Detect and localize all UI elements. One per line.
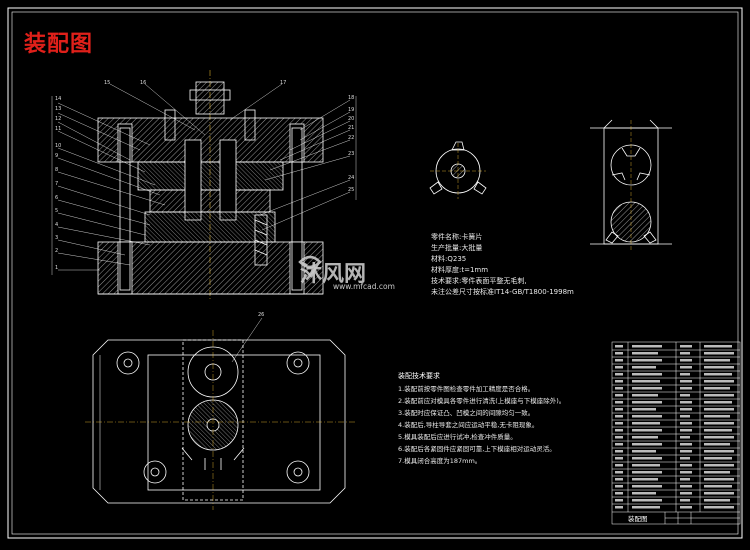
callout-left-8: 7 — [55, 181, 59, 187]
leader-lines-left — [51, 96, 166, 275]
callout-left-6: 9 — [55, 153, 59, 159]
callout-plan: 26 — [258, 312, 265, 318]
watermark-brand: 沐风网 — [300, 262, 367, 287]
callout-right-1: 18 — [348, 95, 355, 101]
callout-left-2: 13 — [55, 106, 62, 112]
part-info-line: 未注公差尺寸按标准IT14-GB/T1800-1998m — [431, 288, 574, 296]
callout-left-3: 12 — [55, 116, 62, 122]
tech-notes-heading: 装配技术要求 — [398, 372, 440, 380]
parts-list-table — [611, 341, 741, 525]
callout-17: 17 — [280, 80, 287, 86]
part-info-line: 材料:Q235 — [431, 255, 467, 263]
part-info-line: 零件名称:卡簧片 — [431, 233, 483, 241]
tech-note-item: 2.装配前应对模具各零件进行清洗(上模座与下模座除外)。 — [398, 397, 566, 405]
callout-left-10: 5 — [55, 208, 59, 214]
tech-note-item: 6.装配后各紧固件应紧固可靠,上下模座相对运动灵活。 — [398, 445, 556, 453]
callout-right-5: 22 — [348, 135, 355, 141]
parts-list-fills — [615, 345, 734, 509]
callout-right-6: 23 — [348, 151, 355, 157]
strip-layout-view — [590, 119, 672, 250]
callout-right-2: 19 — [348, 107, 355, 113]
tech-note-item: 3.装配时应保证凸、凹模之间的间隙均匀一致。 — [398, 409, 535, 417]
tech-note-item: 4.装配后,导柱导套之间应运动平稳,无卡阻现象。 — [398, 421, 539, 429]
plan-view — [85, 317, 355, 510]
callout-right-3: 20 — [348, 116, 355, 122]
part-info-line: 材料厚度:t=1mm — [431, 266, 489, 274]
callout-15: 15 — [104, 80, 111, 86]
callout-left-5: 10 — [55, 143, 62, 149]
watermark-url: www.mfcad.com — [333, 282, 395, 291]
front-section-view — [97, 70, 324, 300]
title-block-name: 装配图 — [628, 515, 648, 523]
callout-right-7: 24 — [348, 175, 355, 181]
callout-left-9: 6 — [55, 195, 59, 201]
part-info-line: 生产批量:大批量 — [431, 244, 483, 252]
callout-right-8: 25 — [348, 187, 355, 193]
inner-border — [11, 11, 739, 535]
callout-right-4: 21 — [348, 125, 355, 131]
callout-left-14: 1 — [55, 265, 59, 271]
callout-left-4: 11 — [55, 126, 62, 132]
outer-border — [7, 7, 743, 539]
callout-left-11: 4 — [55, 222, 59, 228]
tech-note-item: 1.装配前按零件图检查零件加工精度是否合格。 — [398, 385, 535, 393]
callout-left-1: 14 — [55, 96, 62, 102]
tech-note-item: 7.模具闭合高度为187mm。 — [398, 457, 482, 465]
watermark-logo — [298, 255, 322, 279]
tech-note-item: 5.模具装配后应进行试冲,检查冲件质量。 — [398, 433, 517, 441]
callout-16: 16 — [140, 80, 147, 86]
callout-left-7: 8 — [55, 167, 59, 173]
leader-lines-right — [109, 83, 357, 231]
callout-left-13: 2 — [55, 248, 59, 254]
part-info-line: 技术要求:零件表面平整无毛刺, — [431, 277, 527, 285]
callout-left-12: 3 — [55, 235, 59, 241]
drawing-title: 装配图 — [24, 32, 94, 57]
part-view — [429, 141, 487, 199]
